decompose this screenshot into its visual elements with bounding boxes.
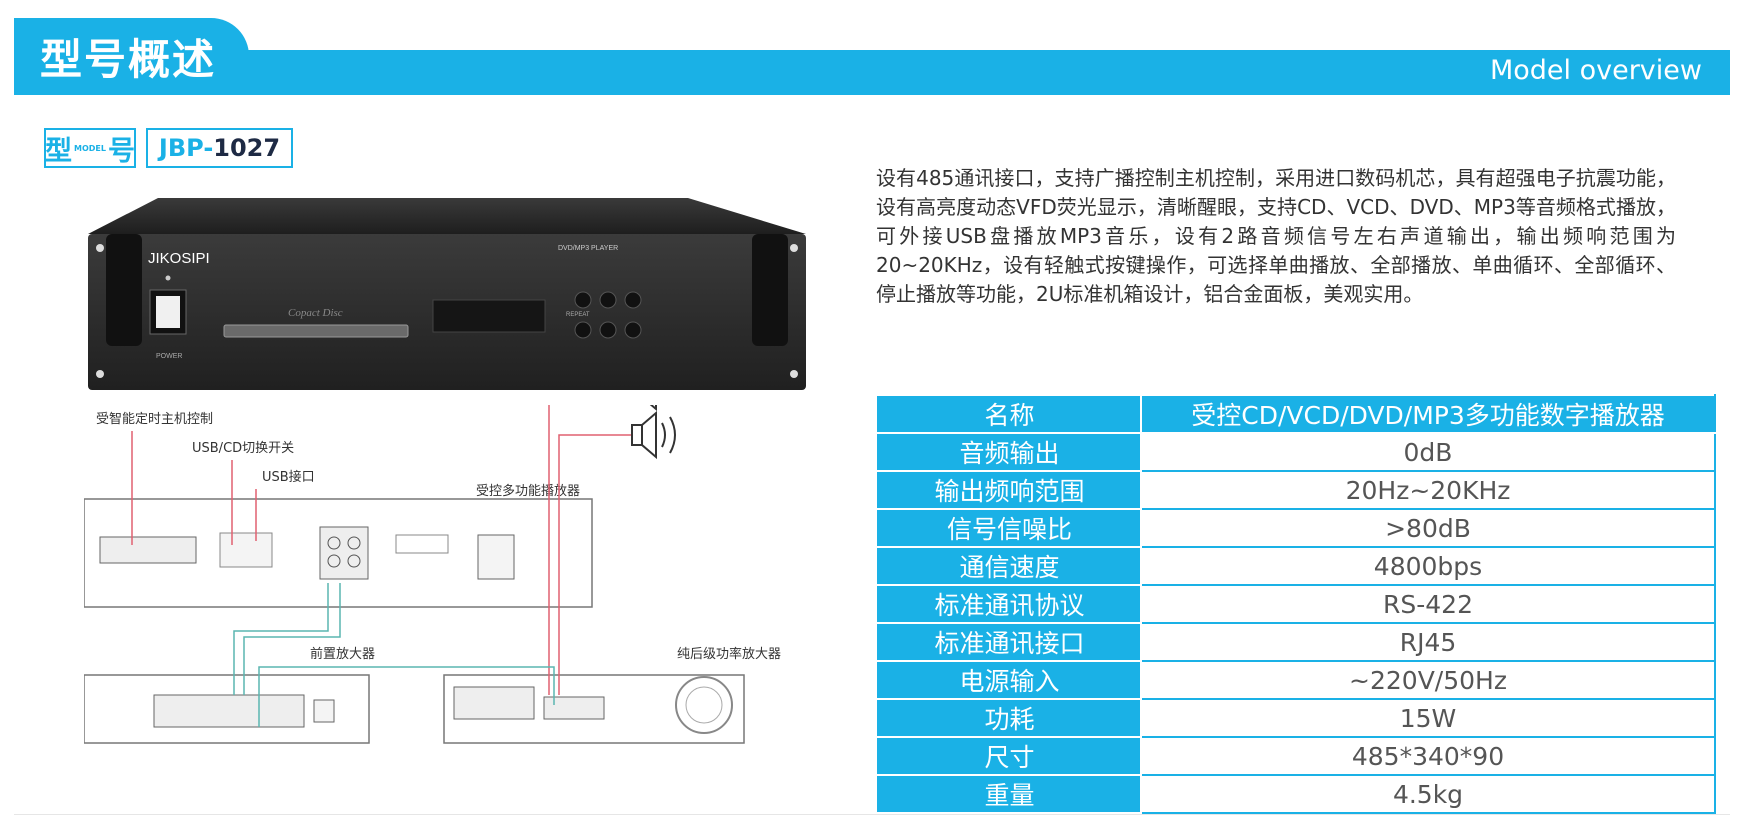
spec-key: 尺寸 [877,736,1142,776]
header-bar [14,50,1730,95]
model-number-digits: 1027 [213,134,281,162]
connection-diagram: 受智能定时主机控制 USB/CD切换开关 USB接口 受控多功能播放器 前置放大… [84,405,781,744]
speaker-icon [631,410,676,460]
page-subtitle: Model overview [1489,55,1702,86]
spec-key: 信号信噪比 [877,508,1142,548]
spec-value: RJ45 [1140,622,1716,662]
player-label: DVD/MP3 PLAYER [558,245,618,252]
model-label-right: 号 [107,135,135,167]
power-label: POWER [156,353,182,360]
spec-value: 485*340*90 [1140,736,1716,776]
spec-value: 15W [1140,698,1716,738]
speaker-icon [649,405,657,412]
spec-value: 4800bps [1140,546,1716,586]
label-switch: USB/CD切换开关 [192,441,294,456]
model-label-small: MODEL [74,143,106,153]
model-label-left: 型 [45,135,73,167]
label-poweramp: 纯后级功率放大器 [677,646,781,662]
label-usb: USB接口 [262,469,315,485]
spec-row: 电源输入~220V/50Hz [877,660,1716,700]
spec-key: 音频输出 [877,432,1142,472]
spec-key: 标准通讯协议 [877,584,1142,624]
spec-key: 功耗 [877,698,1142,738]
spec-key: 通信速度 [877,546,1142,586]
label-player: 受控多功能播放器 [476,483,580,499]
device-brand: JIKOSIPI [148,250,210,267]
repeat-label: REPEAT [566,312,590,318]
spec-value: 0dB [1140,432,1716,472]
label-preamp: 前置放大器 [310,646,375,662]
spec-key: 输出频响范围 [877,470,1142,510]
spec-value: 20Hz~20KHz [1140,470,1716,510]
product-description: 设有485通讯接口，支持广播控制主机控制，采用进口数码机芯，具有超强电子抗震功能… [876,166,1676,306]
model-prefix: JBP- [158,134,214,162]
spec-value: 受控CD/VCD/DVD/MP3多功能数字播放器 [1140,394,1716,434]
spec-value: ~220V/50Hz [1140,660,1716,700]
label-control: 受智能定时主机控制 [96,412,213,427]
device-front-panel-image: JIKOSIPI POWER Copact Disc DVD/MP3 PLAYE… [88,198,806,390]
spec-row: 信号信噪比>80dB [877,508,1716,548]
spec-key: 名称 [877,394,1142,434]
disc-label: Copact Disc [288,307,343,319]
spec-row: 名称受控CD/VCD/DVD/MP3多功能数字播放器 [877,394,1716,434]
model-label: 型 MODEL 号 [44,128,136,168]
spec-key: 电源输入 [877,660,1142,700]
bottom-divider [14,814,1730,815]
spec-value: 4.5kg [1140,774,1716,814]
spec-value: >80dB [1140,508,1716,548]
spec-key: 标准通讯接口 [877,622,1142,662]
spec-value: RS-422 [1140,584,1716,624]
page-title: 型号概述 [40,35,217,84]
model-number: JBP-1027 [146,128,293,168]
spec-key: 重量 [877,774,1142,814]
